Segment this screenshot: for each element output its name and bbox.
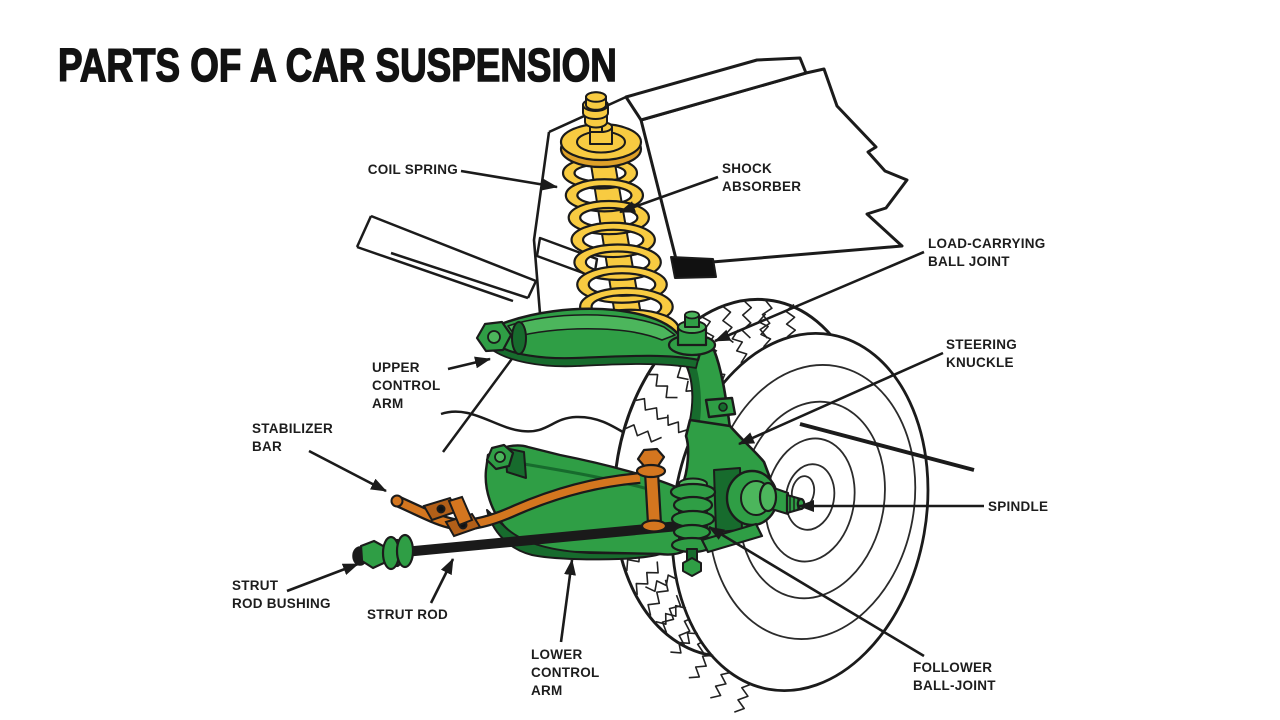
leader-coil-spring	[460, 169, 558, 191]
frame-wall	[639, 67, 909, 264]
tire	[612, 297, 975, 713]
label-spindle: SPINDLE	[988, 499, 1049, 514]
tread-mark	[623, 424, 662, 443]
strut-tower-edge	[532, 131, 551, 327]
page-title: PARTS OF A CAR SUSPENSION	[57, 39, 617, 91]
tread-mark	[757, 313, 772, 348]
follower-ball-joint	[669, 477, 764, 577]
label-lower-control-arm: LOWER CONTROL ARM	[531, 647, 600, 698]
tread-mark	[710, 671, 732, 699]
leader-lower-control-arm	[559, 559, 576, 643]
stabilizer-bar-end	[390, 494, 404, 508]
upper-control-arm	[475, 307, 704, 369]
leader-strut-rod-bushing	[286, 562, 359, 593]
leader-shock-absorber	[619, 175, 719, 214]
leader-follower-ball-joint	[708, 525, 925, 658]
stabilizer-bar-bracket	[422, 495, 482, 538]
leader-lines	[286, 169, 984, 658]
frame-foot	[670, 256, 717, 279]
leader-strut-rod	[429, 558, 455, 604]
tread-mark	[646, 373, 678, 399]
tread-mark	[670, 632, 698, 654]
label-strut-rod: STRUT ROD	[367, 607, 448, 622]
load-carrying-ball-joint	[667, 310, 717, 357]
spring-top-mount	[559, 91, 643, 169]
tread-mark	[655, 604, 687, 625]
tread-mark	[734, 683, 752, 713]
label-coil-spring: COIL SPRING	[367, 162, 458, 177]
label-follower-ball-joint: FOLLOWER BALL-JOINT	[913, 660, 996, 693]
label-shock-absorber: SHOCK ABSORBER	[722, 161, 802, 194]
tread-mark	[647, 579, 669, 616]
tread-mark	[635, 561, 659, 595]
leader-upper-control-arm	[447, 356, 491, 371]
follower-ball-joint-nut	[682, 557, 702, 577]
stabilizer-link	[635, 447, 668, 533]
tread-mark	[731, 329, 748, 364]
stabilizer-bar	[390, 472, 641, 538]
label-load-carrying-ball-joint: LOAD-CARRYING BALL JOINT	[928, 236, 1046, 269]
label-upper-control-arm: UPPER CONTROL ARM	[372, 360, 441, 411]
tread-mark	[688, 654, 714, 679]
leader-load-carrying-ball-joint	[714, 250, 925, 343]
label-stabilizer-bar: STABILIZER BAR	[252, 421, 333, 454]
strut-rod-bushing	[359, 533, 415, 571]
frame-top-face	[624, 56, 808, 122]
knuckle-lower-bracket	[700, 522, 764, 554]
label-steering-knuckle: STEERING KNUCKLE	[946, 337, 1018, 370]
left-frame-rails	[355, 214, 538, 303]
label-strut-rod-bushing: STRUT ROD BUSHING	[232, 578, 331, 611]
tread-mark	[741, 299, 753, 339]
tread-mark	[633, 397, 669, 420]
spindle-tip	[796, 497, 806, 511]
tread-mark	[645, 574, 679, 593]
tire-tread-zigzag-front	[645, 303, 797, 713]
leader-steering-knuckle	[738, 351, 944, 446]
leader-stabilizer-bar	[308, 449, 387, 493]
frame-rail-behind-wheel	[799, 422, 975, 472]
ball-joint-nut	[684, 310, 700, 320]
